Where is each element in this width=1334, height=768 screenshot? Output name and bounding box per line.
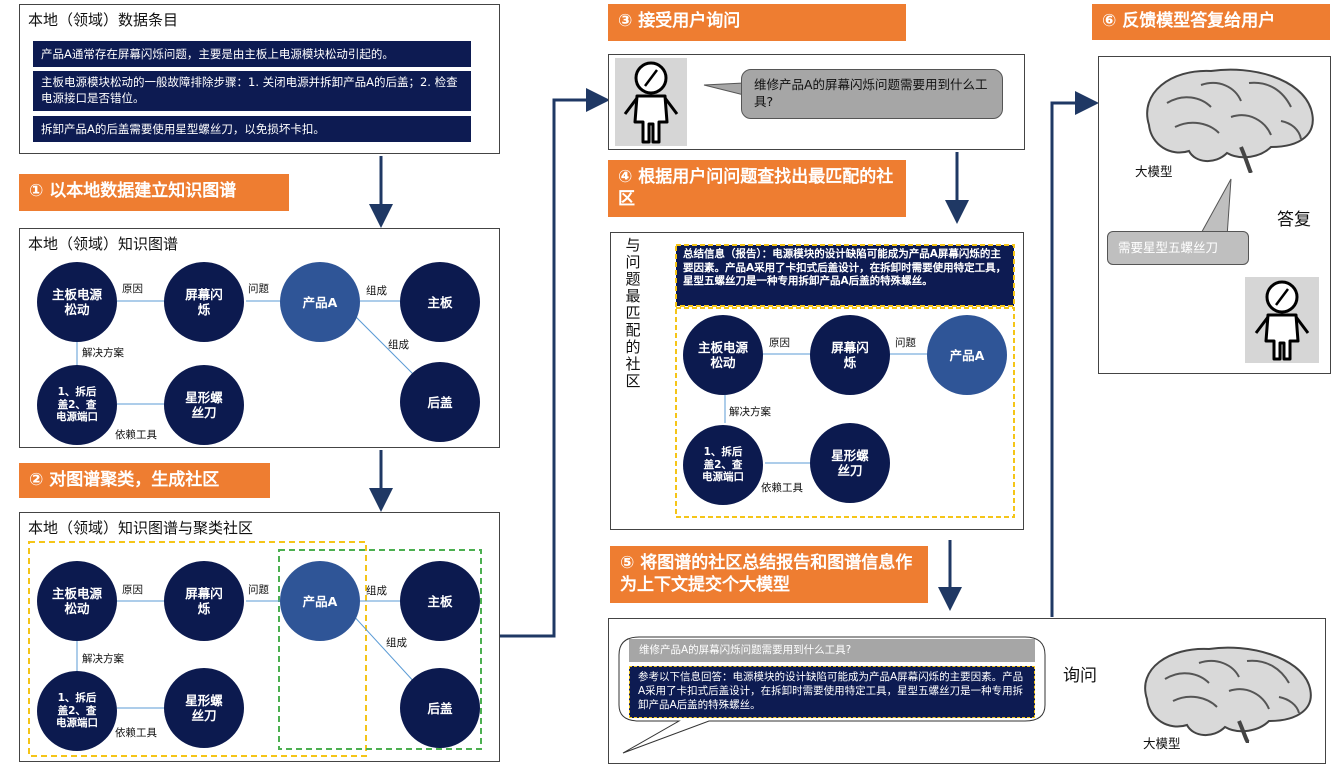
node-steps: 1、拆后盖2、查电源端口 — [683, 425, 763, 505]
ask-label: 询问 — [1063, 666, 1097, 686]
step-5-label: ⑤ 将图谱的社区总结报告和图谱信息作为上下文提交个大模型 — [610, 546, 928, 603]
context-reference: 参考以下信息回答：电源模块的设计缺陷可能成为产品A屏幕闪烁的主要因素。产品A采用… — [629, 666, 1035, 718]
data-entry-3: 拆卸产品A的后盖需要使用星型螺丝刀，以免损坏卡扣。 — [33, 116, 471, 142]
user-query-panel: 维修产品A的屏幕闪烁问题需要用到什么工具? — [608, 54, 1025, 150]
answer-bubble: 需要星型五螺丝刀 — [1107, 231, 1249, 265]
llm-context-panel: 维修产品A的屏幕闪烁问题需要用到什么工具? 参考以下信息回答：电源模块的设计缺陷… — [608, 618, 1326, 764]
node-mainboard-power: 主板电源松动 — [683, 315, 763, 395]
context-question: 维修产品A的屏幕闪烁问题需要用到什么工具? — [629, 639, 1035, 662]
user-question-bubble: 维修产品A的屏幕闪烁问题需要用到什么工具? — [741, 69, 1003, 119]
reply-label: 答复 — [1277, 210, 1311, 230]
node-mainboard-power: 主板电源松动 — [37, 561, 117, 641]
answer-llm-label: 大模型 — [1135, 164, 1173, 179]
user-icon — [615, 58, 687, 146]
node-flicker: 屏幕闪烁 — [164, 561, 244, 641]
clustered-graph-title: 本地（领域）知识图谱与聚类社区 — [28, 519, 254, 537]
knowledge-graph-title: 本地（领域）知识图谱 — [28, 235, 179, 253]
edge-label-solution: 解决方案 — [729, 406, 771, 418]
data-entry-2: 主板电源模块松动的一般故障排除步骤：1. 关闭电源并拆卸产品A的后盖；2. 检查… — [33, 71, 471, 111]
edge-label-problem: 问题 — [248, 584, 269, 596]
edge-label-solution: 解决方案 — [82, 653, 124, 665]
llm-label: 大模型 — [1143, 736, 1181, 751]
brain-icon — [1135, 61, 1325, 174]
community-graph-edges — [675, 244, 1015, 518]
clustered-graph-panel: 本地（领域）知识图谱与聚类社区 主板电源松动 屏幕闪烁 产品A 主板 后盖 1、… — [19, 512, 500, 762]
answer-panel: 大模型 需要星型五螺丝刀 答复 — [1098, 56, 1331, 374]
node-cover: 后盖 — [400, 668, 480, 748]
edge-label-compose-2: 组成 — [386, 637, 407, 649]
knowledge-graph-panel: 本地（领域）知识图谱 主板电源松动 屏幕闪烁 产品A 主板 后盖 1、拆后盖2、… — [19, 228, 500, 448]
edge-label-compose-2: 组成 — [388, 339, 409, 351]
step-3-label: ③ 接受用户询问 — [608, 4, 906, 41]
edge-label-cause: 原因 — [122, 584, 143, 596]
edge-label-cause: 原因 — [769, 337, 790, 349]
node-steps: 1、拆后盖2、查电源端口 — [37, 365, 117, 445]
edge-label-cause: 原因 — [122, 283, 143, 295]
edge-label-tool: 依赖工具 — [761, 482, 803, 494]
step-4-label: ④ 根据用户问问题查找出最匹配的社区 — [608, 160, 906, 217]
node-flicker: 屏幕闪烁 — [810, 315, 890, 395]
brain-icon — [1129, 639, 1329, 745]
node-mainboard: 主板 — [400, 561, 480, 641]
step-2-label: ② 对图谱聚类，生成社区 — [19, 463, 270, 498]
edge-label-problem: 问题 — [248, 283, 269, 295]
node-screwdriver: 星形螺丝刀 — [164, 365, 244, 445]
node-product-a: 产品A — [280, 262, 360, 342]
node-steps: 1、拆后盖2、查电源端口 — [37, 671, 117, 751]
node-mainboard: 主板 — [400, 262, 480, 342]
node-screwdriver: 星形螺丝刀 — [810, 423, 890, 503]
edge-label-tool: 依赖工具 — [115, 429, 157, 441]
step-1-label: ① 以本地数据建立知识图谱 — [19, 174, 289, 211]
data-entry-1: 产品A通常存在屏幕闪烁问题，主要是由主板上电源模块松动引起的。 — [33, 41, 471, 67]
step-6-label: ⑥ 反馈模型答复给用户 — [1092, 4, 1330, 40]
data-entries-panel: 本地（领域）数据条目 产品A通常存在屏幕闪烁问题，主要是由主板上电源模块松动引起… — [19, 4, 500, 154]
node-screwdriver: 星形螺丝刀 — [164, 668, 244, 748]
node-mainboard-power: 主板电源松动 — [37, 262, 117, 342]
community-summary: 总结信息（报告）：电源模块的设计缺陷可能成为产品A屏幕闪烁的主要因素。产品A采用… — [683, 248, 1007, 287]
node-product-a: 产品A — [280, 561, 360, 641]
data-entries-title: 本地（领域）数据条目 — [28, 11, 179, 29]
node-cover: 后盖 — [400, 362, 480, 442]
matched-community-side-label: 与问题最匹配的社区 — [625, 236, 641, 390]
edge-label-solution: 解决方案 — [82, 347, 124, 359]
matched-community-panel: 与问题最匹配的社区 总结信息（报告）：电源模块的设计缺陷可能成为产品A屏幕闪烁的… — [610, 232, 1024, 530]
edge-label-compose-1: 组成 — [366, 285, 387, 297]
user-icon — [1245, 277, 1319, 363]
edge-label-compose-1: 组成 — [366, 585, 387, 597]
edge-label-tool: 依赖工具 — [115, 727, 157, 739]
edge-label-problem: 问题 — [895, 337, 916, 349]
node-product-a: 产品A — [927, 315, 1007, 395]
node-flicker: 屏幕闪烁 — [164, 262, 244, 342]
